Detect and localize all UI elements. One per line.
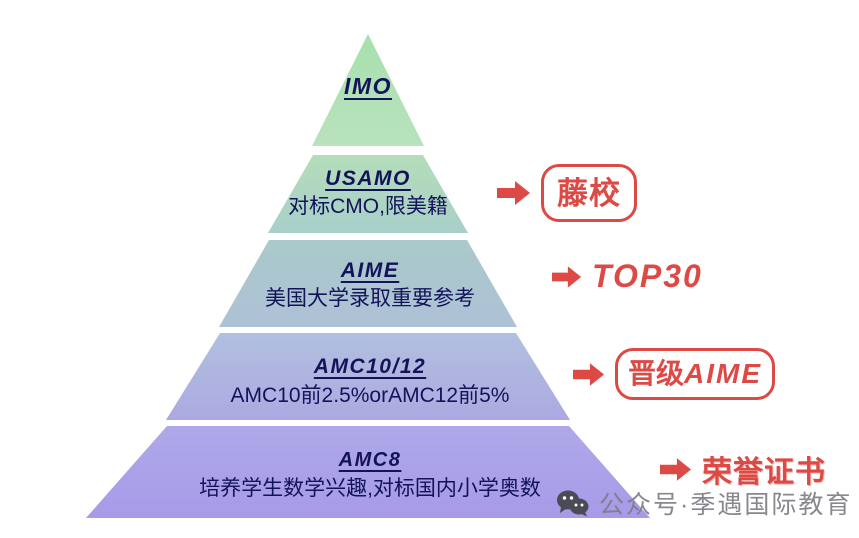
arrow-right-icon — [497, 181, 530, 205]
pyramid-tier-usamo — [268, 155, 468, 233]
pyramid-tier-aime — [219, 240, 517, 327]
arrow-right-icon — [552, 265, 582, 288]
annotation-honor-certificate: 荣誉证书 — [660, 447, 826, 491]
annotation-top30-label: TOP30 — [592, 258, 703, 294]
annotation-honor-certificate-label: 荣誉证书 — [702, 456, 826, 489]
annotation-ivy-league: 藤校 — [497, 164, 637, 222]
annotation-ivy-box: 藤校 — [541, 164, 637, 222]
annotation-qualify-aime-cjk: 晋级 — [628, 358, 685, 389]
annotation-qualify-aime-label: 晋级AIME — [628, 352, 762, 392]
annotation-qualify-aime: 晋级AIME — [573, 348, 776, 400]
watermark: 公众号·季遇国际教育 — [556, 485, 852, 521]
annotation-top30: TOP30 — [552, 258, 703, 295]
wechat-icon — [557, 490, 589, 517]
pyramid-tier-amc8 — [86, 426, 650, 518]
annotation-qualify-aime-box: 晋级AIME — [615, 348, 776, 400]
arrow-right-icon — [660, 457, 692, 481]
watermark-text: 公众号·季遇国际教育 — [599, 491, 853, 519]
arrow-right-icon — [573, 362, 605, 386]
annotation-qualify-aime-latin: AIME — [684, 358, 763, 389]
annotation-ivy-label: 藤校 — [557, 176, 621, 211]
pyramid-tier-amc1012 — [166, 333, 570, 420]
pyramid-tier-imo — [312, 34, 424, 146]
